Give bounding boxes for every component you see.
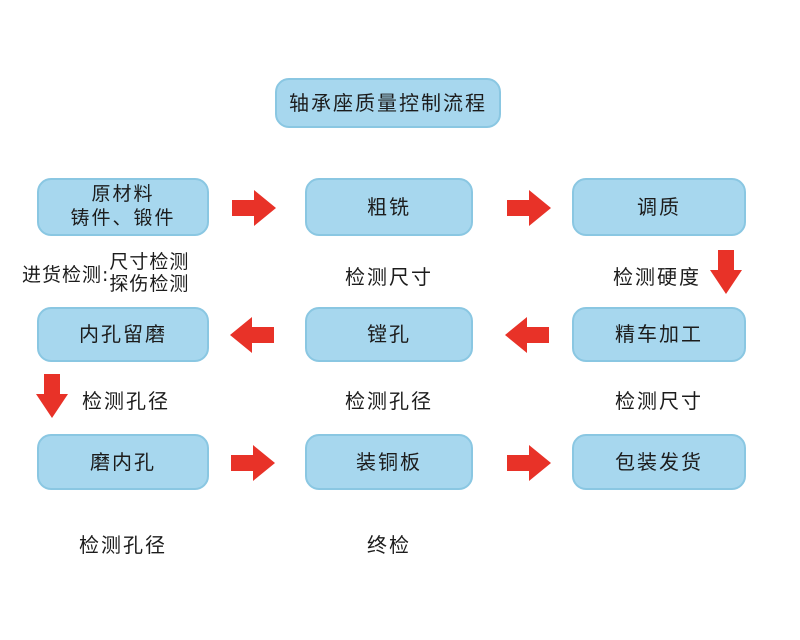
flow-box-packing-shipping-label: 包装发货 <box>615 449 703 474</box>
flow-box-tempering: 调质 <box>572 178 746 236</box>
inspection-label-hardness: 检测硬度 <box>613 265 701 289</box>
flow-box-tempering-label: 调质 <box>637 194 681 219</box>
flow-box-rough-milling: 粗铣 <box>305 178 473 236</box>
arrow-down-icon <box>36 374 68 418</box>
incoming-inspection-title: 进货检测: <box>22 263 110 286</box>
page-title: 轴承座质量控制流程 <box>289 90 487 115</box>
inspection-label-bore-diameter-3: 检测孔径 <box>79 533 167 557</box>
arrow-right-icon <box>231 445 275 481</box>
arrow-right-icon <box>507 445 551 481</box>
incoming-inspection-group: 进货检测: 尺寸检测 探伤检测 <box>22 250 189 296</box>
flow-box-grind-inner-hole: 磨内孔 <box>37 434 209 490</box>
arrow-right-icon <box>232 190 276 226</box>
incoming-item-flaw-detection: 探伤检测 <box>109 273 190 295</box>
inspection-label-bore-diameter-2: 检测孔径 <box>345 389 433 413</box>
flow-box-bore-grinding-allowance: 内孔留磨 <box>37 307 209 362</box>
flow-box-rough-milling-label: 粗铣 <box>367 194 411 219</box>
flowchart-title-box: 轴承座质量控制流程 <box>275 78 501 128</box>
flow-box-boring: 镗孔 <box>305 307 473 362</box>
arrow-left-icon <box>505 317 549 353</box>
flow-box-raw-material-line1: 原材料 <box>91 183 155 206</box>
inspection-label-final: 终检 <box>367 533 411 557</box>
flow-box-packing-shipping: 包装发货 <box>572 434 746 490</box>
flow-box-bore-grinding-allowance-label: 内孔留磨 <box>79 322 167 346</box>
incoming-inspection-items: 尺寸检测 探伤检测 <box>109 251 189 296</box>
flow-box-raw-material-line2: 铸件、锻件 <box>70 207 176 229</box>
inspection-label-dimension-1: 检测尺寸 <box>345 265 433 289</box>
flow-box-install-copper-plate: 装铜板 <box>305 434 473 490</box>
flow-box-fine-turning-label: 精车加工 <box>615 322 703 346</box>
inspection-label-bore-diameter-1: 检测孔径 <box>82 389 170 413</box>
arrow-right-icon <box>507 190 551 226</box>
incoming-item-dimension: 尺寸检测 <box>109 250 190 273</box>
arrow-down-icon <box>710 250 742 294</box>
flow-box-raw-material: 原材料 铸件、锻件 <box>37 178 209 236</box>
flow-box-fine-turning: 精车加工 <box>572 307 746 362</box>
flow-box-install-copper-plate-label: 装铜板 <box>356 449 422 474</box>
flow-box-grind-inner-hole-label: 磨内孔 <box>90 449 156 474</box>
inspection-label-dimension-2: 检测尺寸 <box>615 389 703 413</box>
flow-box-boring-label: 镗孔 <box>367 322 411 346</box>
arrow-left-icon <box>230 317 274 353</box>
